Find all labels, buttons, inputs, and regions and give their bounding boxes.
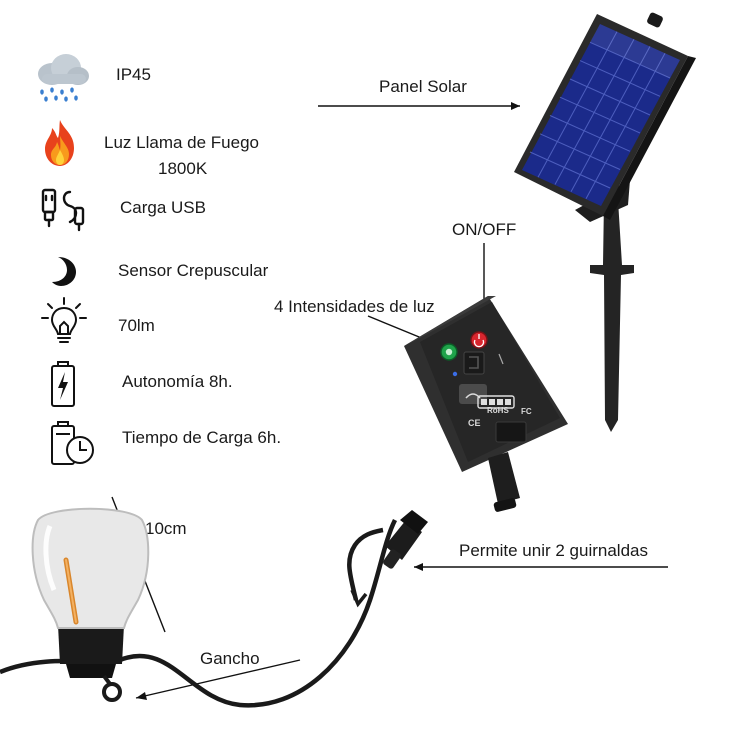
flame-light-label: Luz Llama de Fuego: [104, 133, 259, 152]
hook-label: Gancho: [200, 649, 260, 668]
battery-icon: [51, 361, 75, 407]
rain-cloud-icon: [38, 54, 89, 102]
charge-time-label: Tiempo de Carga 6h.: [122, 428, 282, 447]
svg-text:CE: CE: [468, 418, 481, 428]
dusk-sensor-label: Sensor Crepuscular: [118, 261, 269, 280]
usb-charge-label: Carga USB: [120, 198, 206, 217]
flame-icon: [45, 120, 74, 166]
on-off-label: ON/OFF: [452, 220, 517, 239]
lumens-label: 70lm: [118, 316, 155, 335]
size-label: 10cm: [145, 519, 187, 538]
intensities-label: 4 Intensidades de luz: [274, 297, 435, 316]
charge-time-icon: [51, 421, 94, 465]
solar-panel-label: Panel Solar: [379, 77, 467, 96]
moon-icon: [52, 257, 76, 286]
usb-cable-icon: [41, 188, 85, 232]
join-label: Permite unir 2 guirnaldas: [459, 541, 648, 560]
light-bulb-icon: [41, 297, 87, 343]
color-temp-label: 1800K: [158, 159, 208, 178]
autonomy-label: Autonomía 8h.: [122, 372, 233, 391]
rohs-mark: RoHS: [487, 406, 509, 415]
svg-text:FC: FC: [521, 407, 532, 416]
ip-rating-label: IP45: [116, 65, 151, 84]
